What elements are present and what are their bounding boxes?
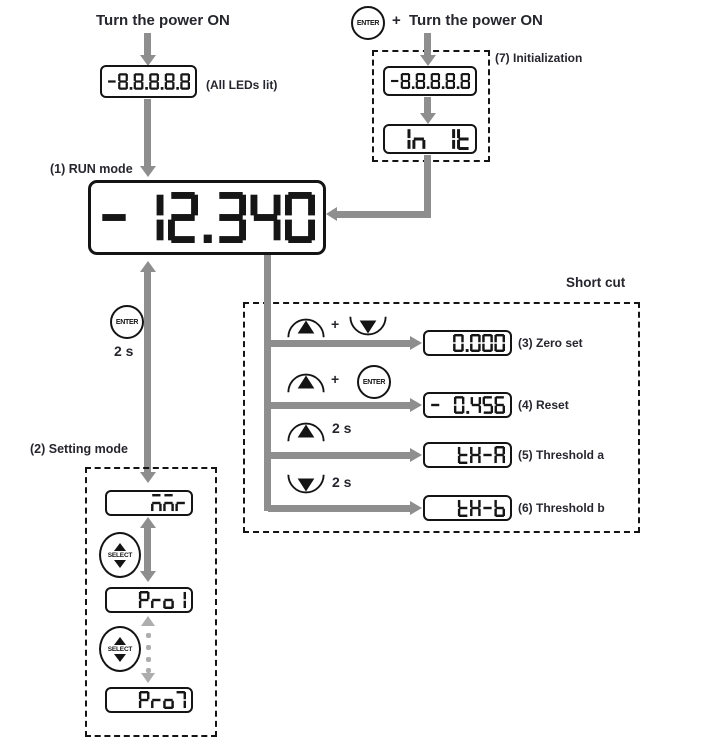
branch-threshold-a-head: [410, 448, 422, 462]
shortcut-label: Short cut: [566, 275, 626, 290]
arrow-run-setting-up-head: [140, 261, 156, 272]
reset-label: (4) Reset: [518, 398, 569, 412]
up-key-icon: [287, 422, 325, 442]
up-key-icon: [287, 373, 325, 393]
initialization-box: [372, 50, 490, 162]
dotted-arrow-dot: [146, 668, 151, 673]
select-key-icon: SELECT: [99, 626, 141, 672]
arrow-init-to-run-horizontal: [337, 211, 431, 218]
shortcut-box: [243, 302, 640, 533]
arrow-setting-down-head: [140, 571, 156, 582]
threshold-a-display: [423, 442, 512, 468]
branch-threshold-b-head: [410, 501, 422, 515]
init-boot-display: [383, 66, 477, 96]
threshold-b-label: (6) Threshold b: [518, 501, 605, 515]
select-key-icon: SELECT: [99, 532, 141, 578]
enter-hold-time-label: 2 s: [114, 343, 134, 359]
down-hold-time-label: 2 s: [332, 474, 352, 490]
plus-sign: +: [331, 316, 340, 332]
select-down-triangle-icon: [114, 559, 126, 568]
arrow-setting-up-head: [140, 517, 156, 528]
reset-display: [423, 392, 512, 418]
run-mode-label: (1) RUN mode: [50, 162, 133, 176]
enter-key-icon: ENTER: [110, 305, 144, 339]
pro7-display: [105, 687, 193, 713]
dotted-arrow-dot: [146, 657, 151, 662]
up-key-icon: [287, 318, 325, 338]
initialization-label: (7) Initialization: [495, 51, 583, 65]
arrow-init-to-run-head: [326, 207, 337, 221]
up-hold-time-label: 2 s: [332, 420, 352, 436]
arrow-boot-to-init: [424, 97, 431, 114]
arrow-run-setting-shaft: [144, 271, 151, 473]
zero-set-display: [423, 330, 512, 356]
branch-reset-head: [410, 398, 422, 412]
pro1-display: [105, 587, 193, 613]
plus-sign: +: [331, 371, 340, 387]
dotted-arrow-dot: [146, 633, 151, 638]
power-on-left-label: Turn the power ON: [96, 12, 230, 29]
arrow-boot-to-init-head: [420, 113, 436, 124]
arrow-setting-shaft: [144, 527, 151, 572]
threshold-b-display: [423, 495, 512, 521]
branch-reset: [268, 402, 410, 409]
arrow-run-setting-down-head: [140, 472, 156, 483]
dotted-arrow-down-head: [141, 673, 155, 683]
power-on-right-label: Turn the power ON: [409, 12, 543, 29]
down-key-icon: [349, 316, 387, 336]
dotted-arrow-up-head: [141, 616, 155, 626]
run-display: [88, 180, 326, 255]
branch-zero-set-head: [410, 336, 422, 350]
select-up-triangle-icon: [114, 542, 126, 551]
down-key-icon: [287, 474, 325, 494]
arrow-boot-to-run-head: [140, 166, 156, 177]
arrow-enter-power-to-boot: [424, 33, 431, 56]
arrow-enter-power-to-boot-head: [420, 55, 436, 66]
branch-zero-set: [268, 340, 410, 347]
branch-threshold-a: [268, 452, 410, 459]
arrow-power-to-boot-head: [140, 55, 156, 66]
enter-key-icon: ENTER: [351, 6, 385, 40]
branch-threshold-b: [268, 505, 410, 512]
dotted-arrow-dot: [146, 645, 151, 650]
setting-top-display: [105, 490, 193, 516]
setting-mode-box: [85, 467, 217, 737]
select-down-triangle-icon: [114, 653, 126, 662]
init-display: [383, 124, 477, 154]
threshold-a-label: (5) Threshold a: [518, 448, 605, 462]
all-leds-note: (All LEDs lit): [206, 78, 278, 92]
zero-set-label: (3) Zero set: [518, 336, 583, 350]
select-up-triangle-icon: [114, 636, 126, 645]
plus-sign: +: [392, 12, 401, 29]
arrow-init-to-run-vertical: [424, 155, 431, 217]
setting-mode-label: (2) Setting mode: [30, 442, 128, 456]
arrow-power-to-boot: [144, 33, 151, 57]
shortcut-trunk-line: [264, 255, 271, 511]
enter-key-icon: ENTER: [357, 365, 391, 399]
boot-display: [100, 65, 197, 98]
arrow-boot-to-run: [144, 99, 151, 167]
